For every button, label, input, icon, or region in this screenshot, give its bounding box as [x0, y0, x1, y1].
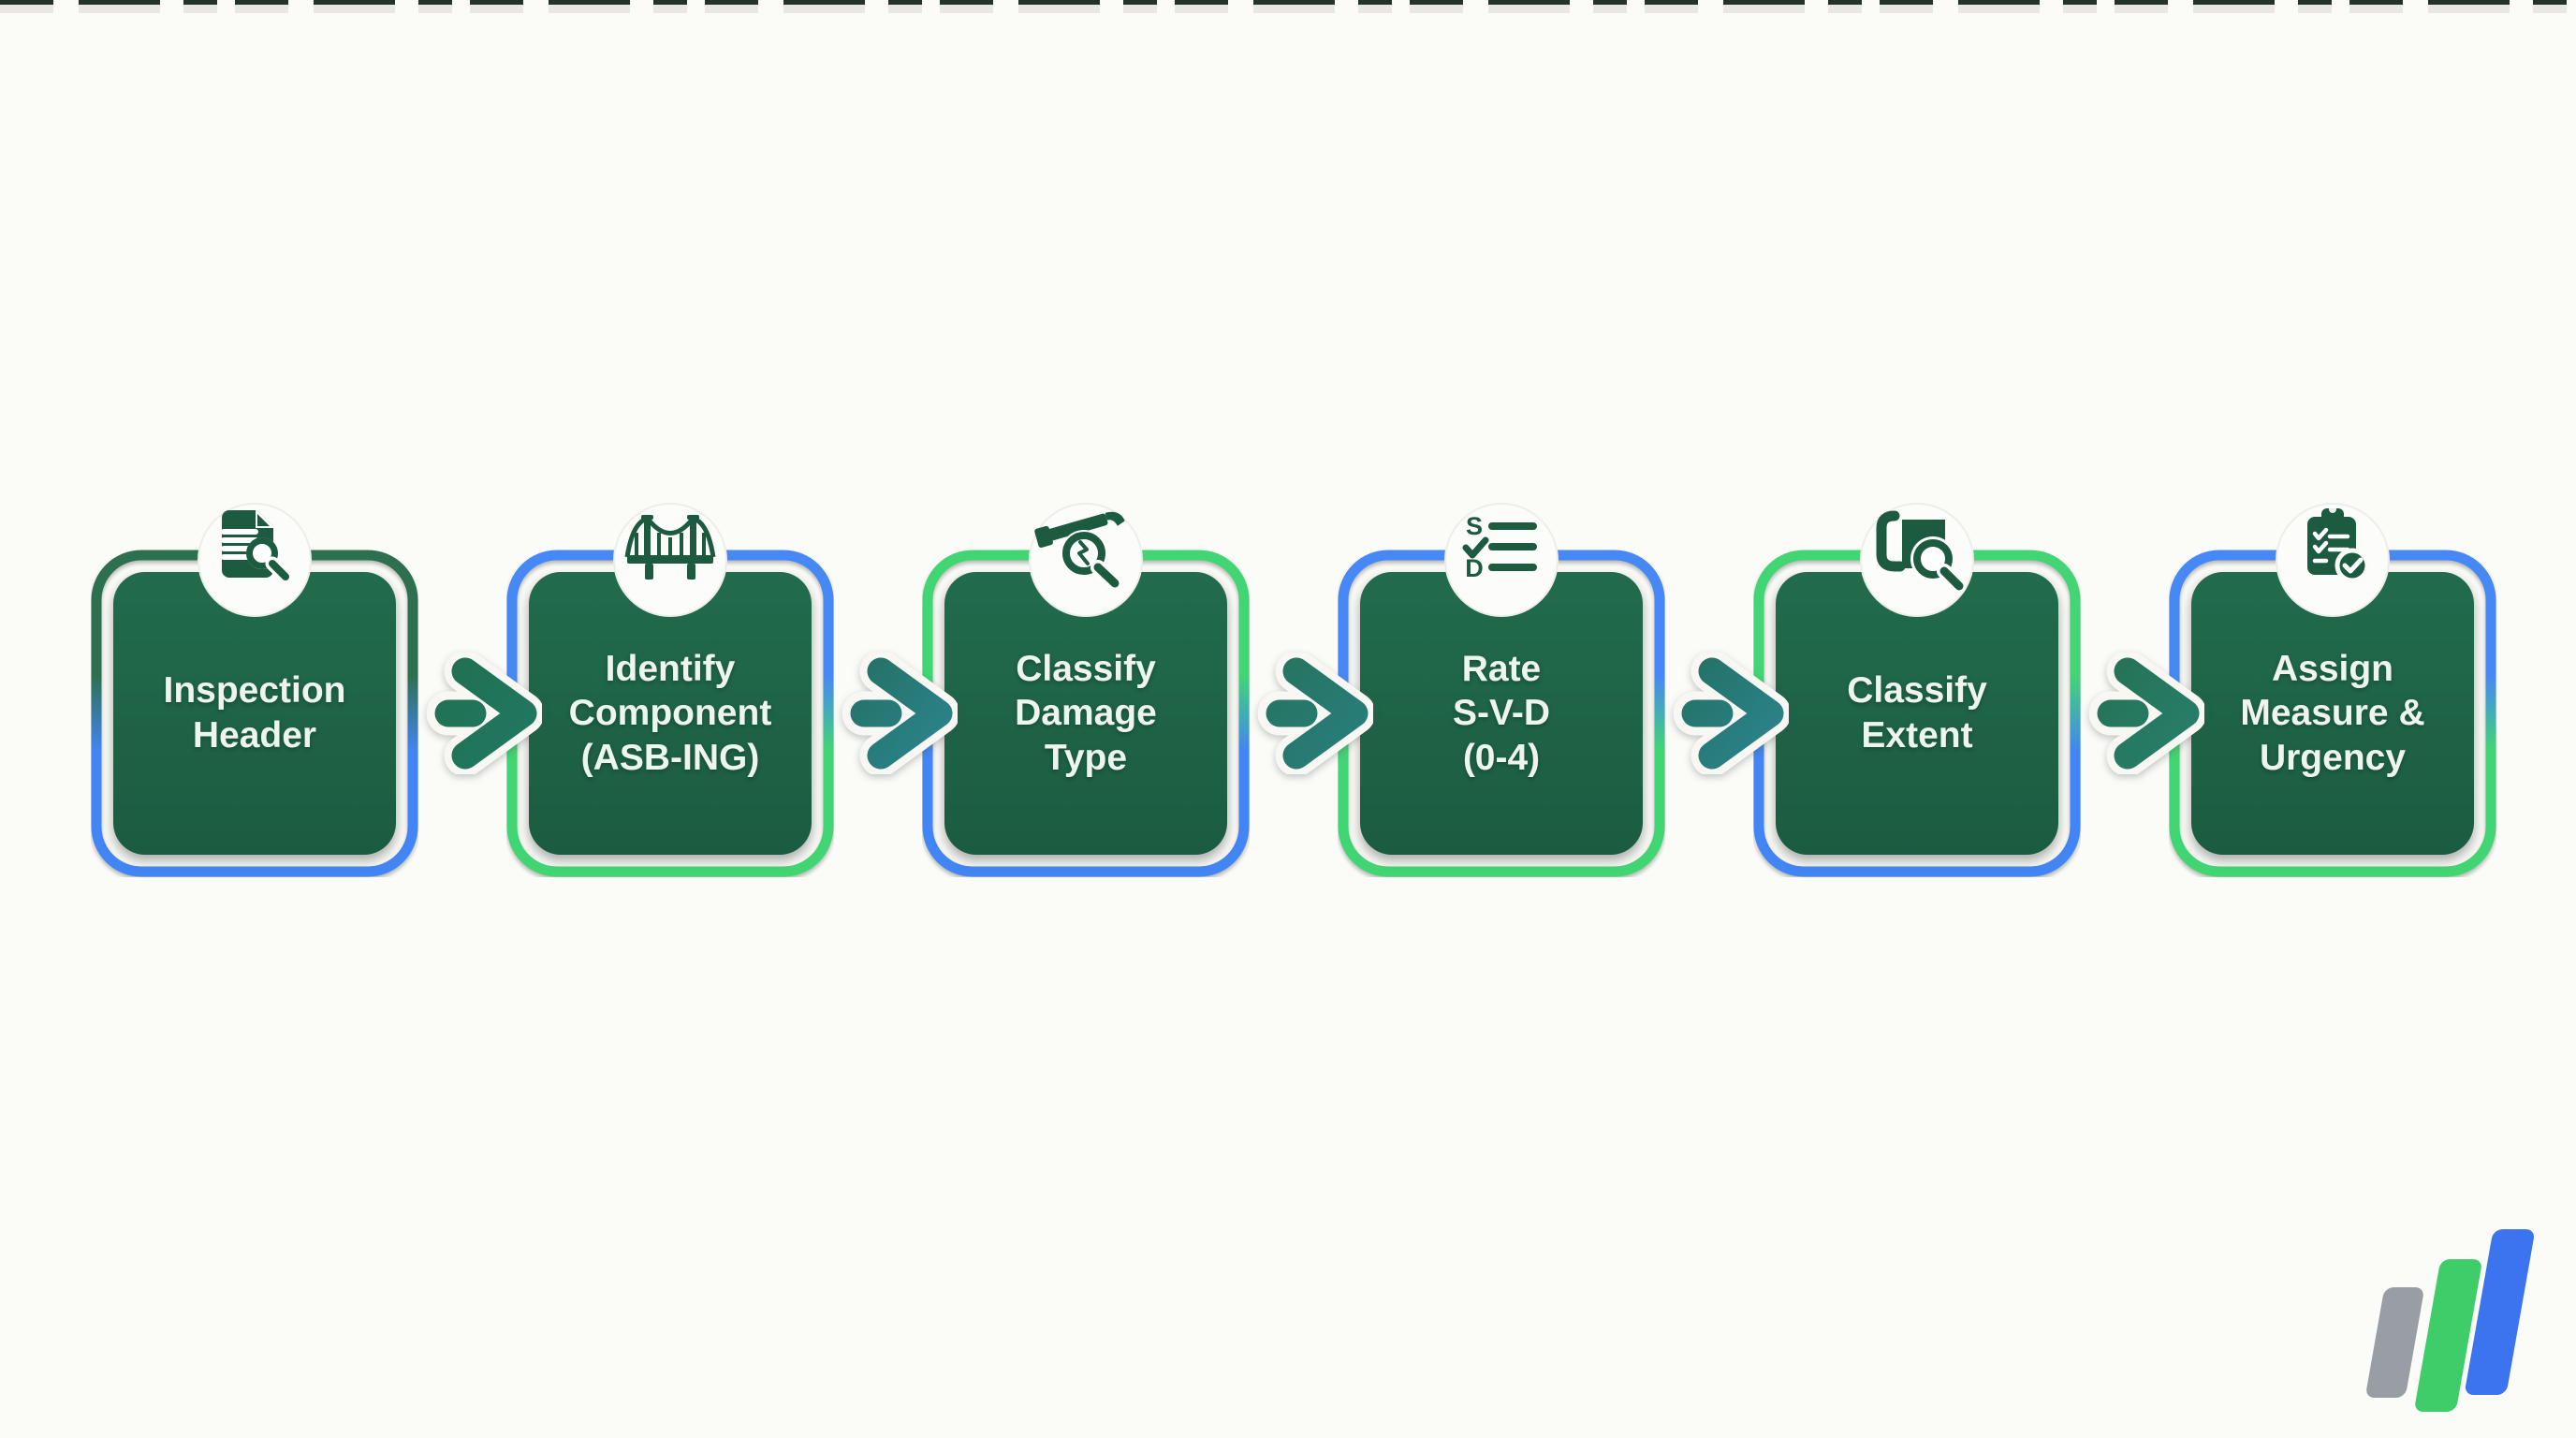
- crack-inspection-icon: [1034, 511, 1125, 591]
- step-box-graphic: [91, 503, 418, 877]
- checklist-check-mark: [1462, 536, 1489, 559]
- arrow-2: [842, 653, 958, 774]
- box-body: [529, 572, 812, 855]
- step-5-classify-extent: Classify Extent: [1753, 503, 2081, 877]
- step-box-graphic: [2169, 503, 2496, 877]
- step-3-classify-damage-type: Classify Damage Type: [922, 503, 1250, 877]
- step-label: Classify Extent: [1847, 670, 1987, 756]
- checklist-glyph-s: S: [1466, 512, 1483, 540]
- step-1-inspection-header: Inspection Header: [91, 503, 418, 877]
- arrow-5: [2088, 653, 2204, 774]
- map-search-icon: [1876, 510, 1967, 594]
- arrow-4: [1673, 653, 1789, 774]
- box-body: [113, 572, 396, 855]
- step-6-assign-measure-urgency: Assign Measure & Urgency: [2169, 503, 2496, 877]
- box-body: [2191, 572, 2474, 855]
- step-label: Classify Damage Type: [1015, 648, 1157, 778]
- box-body: [1776, 572, 2058, 855]
- logo-bar-1: [2364, 1287, 2425, 1398]
- step-label: Inspection Header: [163, 670, 346, 756]
- box-body: [1360, 572, 1643, 855]
- step-label: Rate S-V-D (0-4): [1452, 648, 1550, 778]
- step-box-graphic: [1753, 503, 2081, 877]
- icon-notch: [1444, 503, 1559, 617]
- step-box-graphic: [506, 503, 834, 877]
- top-edge-decoration: [0, 0, 2576, 13]
- clipboard-check-icon: [2307, 506, 2370, 583]
- step-4-rate-svd: S D Rate S-V-D (0-4): [1338, 503, 1665, 877]
- arrow-3: [1257, 653, 1373, 774]
- arrow-1: [426, 653, 542, 774]
- step-box-graphic: [922, 503, 1250, 877]
- brand-logo: [2340, 1208, 2555, 1423]
- svd-checklist-icon: S D: [1462, 512, 1537, 582]
- logo-bar-3: [2464, 1229, 2536, 1395]
- step-2-identify-component: Identify Component (ASB-ING): [506, 503, 834, 877]
- box-body: [944, 572, 1227, 855]
- document-search-icon: [221, 508, 293, 584]
- step-label: Identify Component (ASB-ING): [568, 648, 772, 778]
- checklist-glyph-d: D: [1465, 554, 1484, 582]
- bridge-icon: [624, 515, 716, 580]
- step-label: Assign Measure & Urgency: [2240, 648, 2425, 778]
